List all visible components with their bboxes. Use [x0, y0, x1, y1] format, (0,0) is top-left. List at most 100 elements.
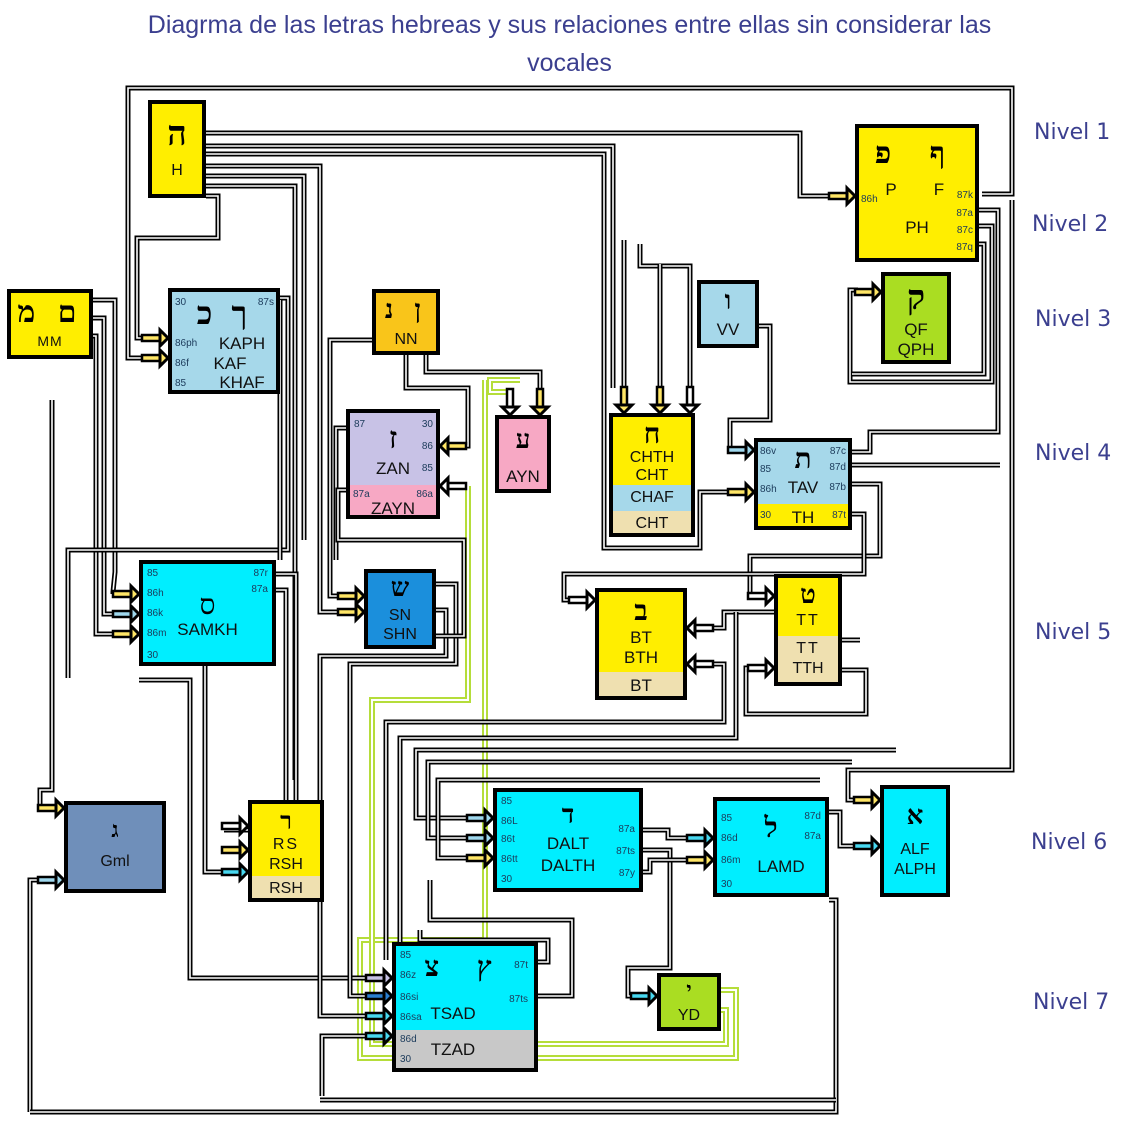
connector-line-core: [627, 849, 671, 997]
tav-port-86v: 86v: [760, 446, 777, 457]
green-loop-2-core: [489, 379, 520, 393]
kaf-port-86f: 86f: [175, 358, 189, 369]
arrow-to-dalet-3: [465, 846, 496, 870]
tsadi-name-2: TZAD: [430, 1040, 476, 1059]
letter-box-resh[interactable]: ר RS RSH RSH: [248, 800, 324, 902]
bet-name-3: BT: [630, 676, 652, 695]
tet-band: [778, 636, 838, 682]
shin-glyph: ש: [390, 573, 410, 603]
tsadi-port-86z: 86z: [400, 970, 417, 981]
connector-line-core: [206, 145, 614, 388]
tav-port-87t: 87t: [832, 510, 846, 521]
connector-line-core: [329, 339, 372, 597]
level-3-label: Nivel 3: [1035, 307, 1112, 332]
tsadi-port-87t: 87t: [514, 960, 528, 971]
nun-name: NN: [394, 331, 418, 348]
arrow-pe-qof: [853, 280, 884, 304]
connector-line-core: [749, 483, 881, 596]
connector-line-core: [139, 679, 366, 979]
letter-box-qof[interactable]: ק QF QPH: [881, 272, 951, 364]
letter-box-nun[interactable]: ן נ NN: [372, 289, 440, 355]
alef-name-1: ALF: [900, 841, 930, 858]
arrow-dalet-lamed: [685, 826, 716, 850]
arrow-he-pe: [827, 184, 858, 208]
tsadi-port-86sa: 86sa: [400, 1012, 422, 1023]
kaf-port-30: 30: [175, 297, 187, 308]
letter-box-zayin[interactable]: ז ZAN ZAYN 87 87a 30 86 85 86a: [346, 409, 440, 519]
connector-line-core: [643, 859, 688, 873]
letter-box-he[interactable]: ה H: [148, 100, 206, 198]
kaf-name-1: KAPH: [218, 334, 266, 353]
zayin-port-87a: 87a: [353, 489, 370, 500]
level-6-label: Nivel 6: [1031, 830, 1108, 855]
he-name: H: [171, 162, 183, 179]
nun-glyph: ן נ: [384, 295, 428, 325]
dalet-name-2: DALTH: [540, 856, 596, 875]
letter-box-chet[interactable]: ח CHTH CHT CHAF CHT: [609, 413, 695, 537]
zayin-band: [350, 485, 436, 515]
connector-line-core: [127, 240, 142, 359]
kaf-name-2: KAF: [213, 354, 247, 373]
letter-box-gimel[interactable]: ג Gml: [64, 801, 166, 893]
letter-box-mem[interactable]: ם מ MM: [7, 289, 93, 359]
arrow-tet-loop: [746, 656, 777, 680]
letter-box-yod[interactable]: י YD: [657, 973, 721, 1031]
connector-line-core: [639, 244, 691, 390]
letter-box-samekh[interactable]: ס SAMKH 85 86h 86k 86m 30 87r 87a: [139, 560, 276, 666]
arrow-to-chet-1: [678, 385, 702, 416]
pe-name-f: F: [933, 180, 945, 199]
tsadi-name-1: TSAD: [430, 1004, 476, 1023]
samekh-port-86m: 86m: [147, 628, 167, 639]
lamed-port-86d: 86d: [721, 833, 738, 844]
connector-line-core: [405, 355, 469, 447]
arrow-to-dalet-1: [465, 806, 496, 830]
shin-name-2: SHN: [383, 626, 417, 643]
letter-box-lamed[interactable]: ל LAMD 85 86d 86m 30 87d 87a: [713, 797, 829, 897]
letter-box-tsadi[interactable]: ץ צ TSAD TZAD 85 86z 86si 86sa 86d 30 87…: [392, 942, 538, 1072]
letter-box-tav[interactable]: ת TAV TH 86v 85 86h 30 87c 87d 87b 87t: [754, 438, 852, 530]
arrow-tet-bet-1: [684, 616, 715, 640]
arrow-vav-tav: [726, 438, 757, 462]
connector-line-core: [93, 335, 113, 635]
kaf-glyph: ך כ: [196, 294, 252, 332]
lamed-name: LAMD: [757, 857, 805, 876]
connector-line-core: [206, 153, 730, 549]
connector-line-core: [39, 400, 53, 806]
bet-name-2: BTH: [624, 648, 658, 667]
connector-line-core: [829, 811, 856, 847]
kaf-port-87s: 87s: [257, 297, 274, 308]
arrow-lamed-alef: [852, 834, 883, 858]
letter-box-alef[interactable]: א ALF ALPH: [880, 785, 950, 897]
letter-box-tet[interactable]: ט TT TT TTH: [774, 574, 842, 686]
connector-line-core: [729, 325, 771, 450]
connector-line: [643, 827, 688, 841]
level-4-label: Nivel 4: [1035, 441, 1112, 466]
resh-band: [252, 876, 320, 898]
letter-box-bet[interactable]: ב BT BTH BT: [595, 588, 687, 700]
dalet-port-87y: 87y: [618, 868, 635, 879]
chet-glyph: ח: [643, 417, 661, 450]
letter-box-shin[interactable]: ש SN SHN: [364, 569, 436, 649]
tsadi-port-86si: 86si: [400, 992, 419, 1003]
connector-line-core: [206, 165, 340, 613]
letter-box-kaf[interactable]: ך כ KAPH KAF KHAF 30 86ph 86f 85 87s: [168, 288, 280, 394]
alef-glyph: א: [906, 801, 924, 831]
connector-line-core: [427, 761, 852, 839]
level-1-label: Nivel 1: [1034, 120, 1111, 145]
letter-box-dalet[interactable]: ד DALT DALTH 85 86L 86t 86tt 30 87a 87ts…: [493, 788, 643, 892]
letter-box-ayin[interactable]: ע AYN: [495, 415, 551, 493]
letter-box-vav[interactable]: ו VV: [697, 280, 759, 348]
dalet-port-87a: 87a: [618, 824, 635, 835]
connector-line-core: [93, 317, 113, 615]
connector-line-core: [29, 879, 40, 1112]
arrow-to-tsadi-86d: [364, 1024, 395, 1048]
tav-port-87b: 87b: [829, 482, 846, 493]
connector-line: [27, 877, 40, 1112]
letter-box-pe[interactable]: ף פ P F PH 86h 87k 87a 87c 87q: [855, 124, 979, 262]
tsadi-glyph: ץ צ: [424, 950, 506, 983]
lamed-port-87a: 87a: [804, 831, 821, 842]
connector-line-core: [136, 195, 219, 339]
chet-name-3: CHAF: [630, 489, 674, 506]
dalet-port-86L: 86L: [501, 816, 518, 827]
